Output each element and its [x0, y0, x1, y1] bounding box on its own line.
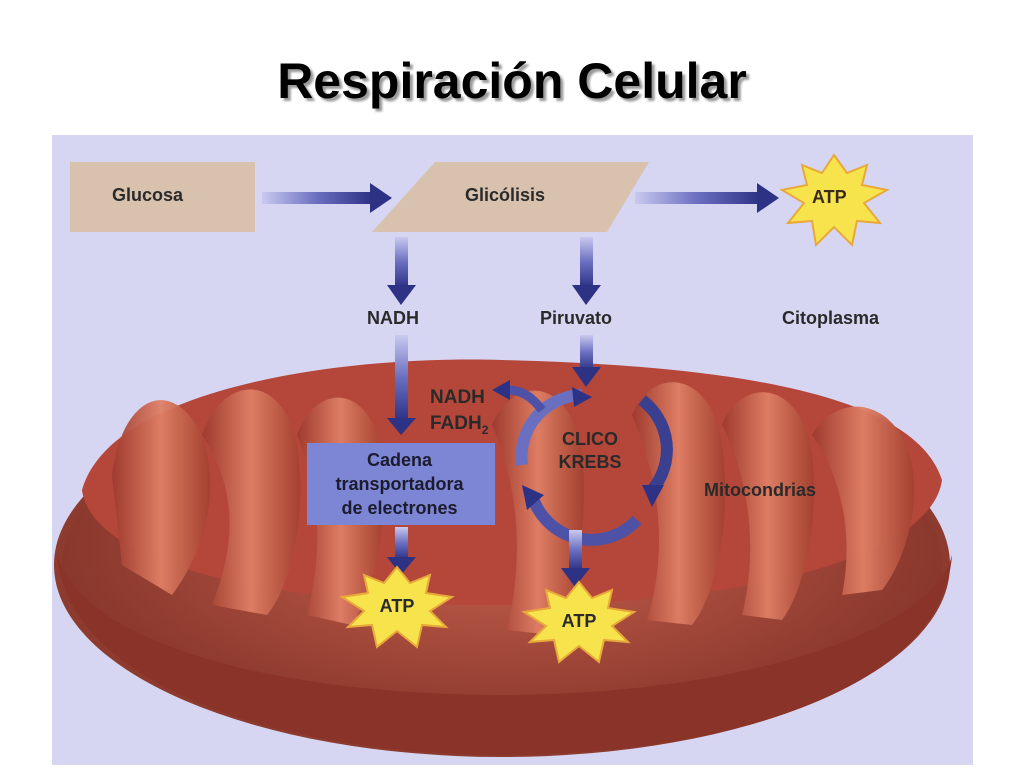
arrow-glucosa-glicolisis — [262, 183, 392, 213]
mitochondrion — [54, 359, 952, 757]
atp-krebs-label: ATP — [561, 611, 597, 631]
arrow-glicolisis-nadh — [387, 237, 416, 435]
krebs-cycle-label: CLICO KREBS — [540, 428, 640, 474]
atp-star-krebs — [521, 580, 637, 664]
citoplasma-label: Citoplasma — [782, 308, 880, 328]
cristae — [112, 382, 914, 635]
etc-box — [307, 443, 495, 525]
nadh-fadh-label: NADH FADH2 — [430, 385, 488, 443]
etc-line2: transportadora — [335, 474, 464, 494]
atp-star-etc — [339, 565, 455, 649]
glicolisis-label: Glicólisis — [465, 185, 546, 205]
atp-etc-label: ATP — [379, 596, 415, 616]
krebs-line2: KREBS — [558, 452, 622, 472]
arrow-glicolisis-piruvato — [572, 237, 601, 387]
atp-top-label: ATP — [812, 187, 847, 207]
etc-line1: Cadena — [366, 450, 433, 470]
respiration-diagram: Glucosa Glicólisis ATP NADH Piruvato Cit… — [52, 135, 973, 765]
arrow-krebs-atp — [561, 530, 590, 587]
glicolisis-box — [372, 162, 649, 232]
fadh-text: FADH — [430, 413, 482, 434]
atp-star-top — [779, 153, 890, 248]
glucosa-label: Glucosa — [112, 185, 184, 205]
piruvato-label: Piruvato — [540, 308, 613, 328]
mitocondrias-label: Mitocondrias — [704, 480, 817, 500]
nadh-krebs-label: NADH — [430, 387, 485, 408]
arrow-glicolisis-atp — [635, 183, 779, 213]
diagram-graphics — [54, 153, 952, 757]
arrow-etc-atp — [387, 527, 416, 575]
fadh-subscript: 2 — [481, 422, 489, 437]
krebs-line1: CLICO — [562, 429, 618, 449]
fadh-krebs-label: FADH2 — [430, 411, 488, 443]
nadh-label: NADH — [367, 308, 419, 328]
etc-line3: de electrones — [341, 498, 458, 518]
glucosa-box — [70, 162, 255, 232]
etc-label: Cadena transportadora de electrones — [307, 448, 492, 520]
page-title: Respiración Celular — [277, 53, 747, 109]
